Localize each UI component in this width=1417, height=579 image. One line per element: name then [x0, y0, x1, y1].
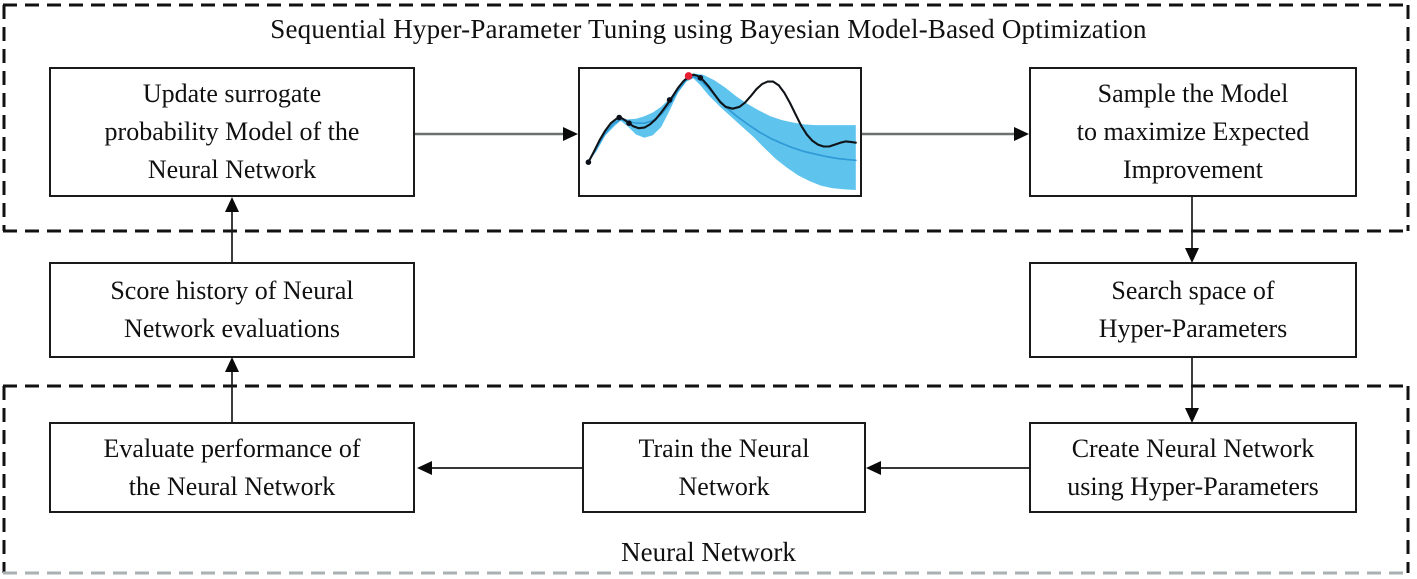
flow-box-line: Network: [678, 471, 770, 501]
arrowhead-right-icon: [563, 127, 578, 141]
flow-box-line: Search space of: [1111, 276, 1275, 305]
flow-box-line: Neural Network: [147, 155, 317, 184]
flow-box-line: Sample the Model: [1097, 79, 1289, 108]
uncertainty-band: [588, 73, 856, 190]
flow-box-train-network: Train the Neural Network: [582, 422, 866, 513]
arrowhead-down-icon: [1185, 248, 1199, 263]
flow-box-evaluate-performance: Evaluate performance of the Neural Netwo…: [49, 422, 415, 513]
neural-network-region-label: Neural Network: [621, 537, 796, 567]
observation-point: [616, 114, 622, 121]
flow-box-score-history: Score history of Neural Network evaluati…: [49, 262, 415, 358]
observation-point: [626, 120, 632, 126]
flow-box-update-surrogate-model: Update surrogate probability Model of th…: [49, 67, 415, 197]
flow-box-line: the Neural Network: [128, 471, 336, 501]
flow-box-search-space: Search space of Hyper-Parameters: [1029, 262, 1357, 358]
flow-box-line: Create Neural Network: [1071, 433, 1315, 463]
proposed-point: [684, 72, 693, 80]
arrowhead-left-icon: [866, 461, 881, 475]
arrow-create-to-train: [866, 461, 1029, 475]
flow-box-line: Hyper-Parameters: [1098, 314, 1288, 343]
flow-box-create-network: Create Neural Network using Hyper-Parame…: [1029, 422, 1357, 513]
flow-box-line: Evaluate performance of: [103, 433, 361, 463]
flow-box-line: Train the Neural: [638, 433, 810, 463]
observation-point: [697, 75, 704, 81]
flow-box-line: Improvement: [1122, 155, 1264, 184]
flow-box-line: Network evaluations: [124, 314, 340, 343]
arrow-search-to-create: [1185, 358, 1199, 423]
observation-point: [585, 159, 592, 165]
flow-box-line: to maximize Expected: [1076, 117, 1310, 146]
flow-box-line: Update surrogate: [142, 79, 322, 108]
arrowhead-up-icon: [225, 197, 239, 212]
observation-points: [585, 75, 704, 165]
arrowhead-up-icon: [225, 357, 239, 372]
arrowhead-left-icon: [417, 461, 432, 475]
arrowhead-down-icon: [1185, 408, 1199, 423]
arrowhead-right-icon: [1014, 127, 1029, 141]
flow-box-line: Score history of Neural: [110, 276, 354, 305]
arrow-score-to-update: [225, 197, 239, 262]
diagram-title: Sequential Hyper-Parameter Tuning using …: [270, 14, 1147, 44]
arrow-train-to-evaluate: [417, 461, 582, 475]
surrogate-model-plot-panel: [578, 67, 862, 197]
arrow-update-to-plot: [415, 127, 578, 141]
arrow-plot-to-sample: [862, 127, 1029, 141]
observation-point: [666, 97, 673, 103]
arrow-sample-to-search: [1185, 197, 1199, 263]
flow-box-line: using Hyper-Parameters: [1067, 471, 1319, 501]
arrow-evaluate-to-score: [225, 357, 239, 422]
flow-box-sample-model: Sample the Model to maximize Expected Im…: [1029, 67, 1357, 197]
flow-box-line: probability Model of the: [104, 117, 360, 146]
surrogate-plot: [585, 72, 857, 190]
